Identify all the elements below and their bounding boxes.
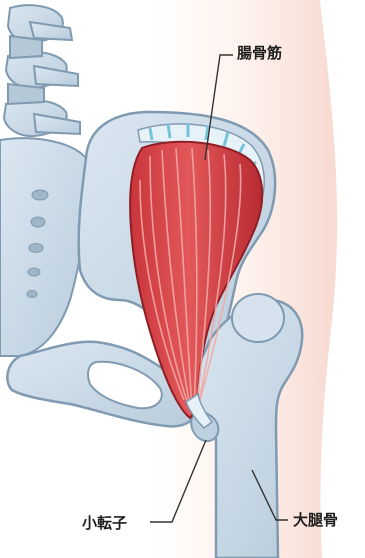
lumbar-vertebrae bbox=[4, 5, 80, 136]
label-iliacus: 腸骨筋 bbox=[237, 46, 282, 61]
femoral-head bbox=[232, 294, 284, 342]
sacrum bbox=[0, 138, 87, 356]
label-femur: 大腿骨 bbox=[293, 513, 338, 528]
label-lesser-trochanter: 小転子 bbox=[82, 516, 127, 531]
